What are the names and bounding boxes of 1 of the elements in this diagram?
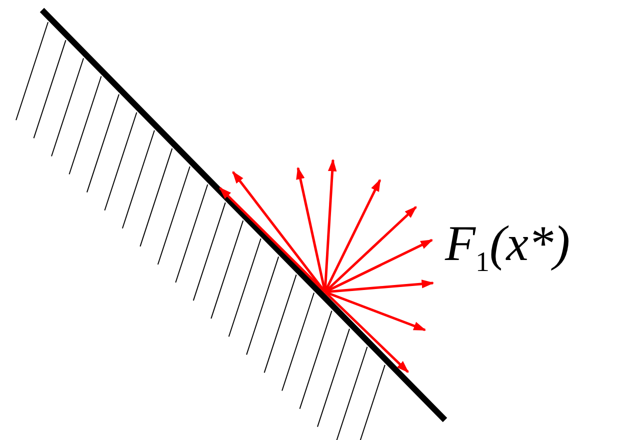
set-label: F$_{1}$(x*) <box>445 218 570 277</box>
